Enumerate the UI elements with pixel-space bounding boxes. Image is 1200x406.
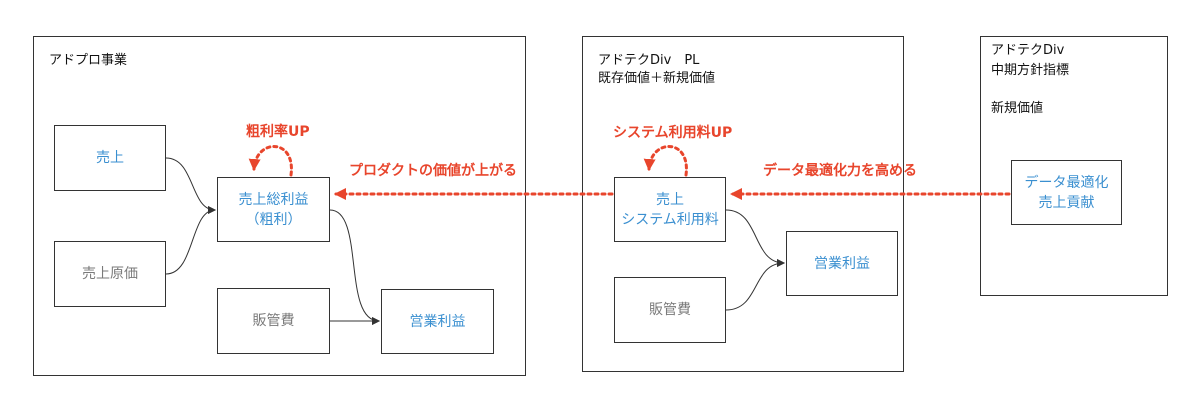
- label-gross-margin-up: 粗利率UP: [246, 124, 310, 140]
- box-gross-profit: 売上総利益 （粗利）: [217, 177, 330, 242]
- box-cost-of-sales: 売上原価: [54, 241, 166, 307]
- box-sga-mid: 販管費: [614, 277, 726, 343]
- label-system-fee-up: システム利用料UP: [613, 125, 733, 141]
- panel-div-kpi: アドテクDiv 中期方針指標 新規価値: [980, 36, 1168, 296]
- box-sga-left: 販管費: [217, 288, 330, 354]
- box-sales: 売上: [54, 125, 166, 191]
- panel-div-kpi-title-line2: 中期方針指標: [991, 63, 1070, 78]
- box-op-profit-mid: 営業利益: [786, 231, 898, 296]
- box-sales-system-fee: 売上 システム利用料: [614, 177, 726, 242]
- panel-div-kpi-title-line1: アドテクDiv: [991, 43, 1065, 58]
- panel-div-kpi-title-line3: 新規価値: [991, 101, 1044, 116]
- label-product-value-up: プロダクトの価値が上がる: [349, 163, 517, 179]
- panel-div-pl-title-line1: アドテクDiv PL: [598, 53, 700, 68]
- panel-div-pl-title-line2: 既存価値＋新規価値: [598, 71, 716, 86]
- box-op-profit-left: 営業利益: [381, 289, 494, 354]
- panel-adpro-title: アドプロ事業: [49, 53, 128, 68]
- box-data-opt-contrib: データ最適化 売上貢献: [1011, 160, 1122, 225]
- label-data-opt-increase: データ最適化力を高める: [763, 163, 917, 179]
